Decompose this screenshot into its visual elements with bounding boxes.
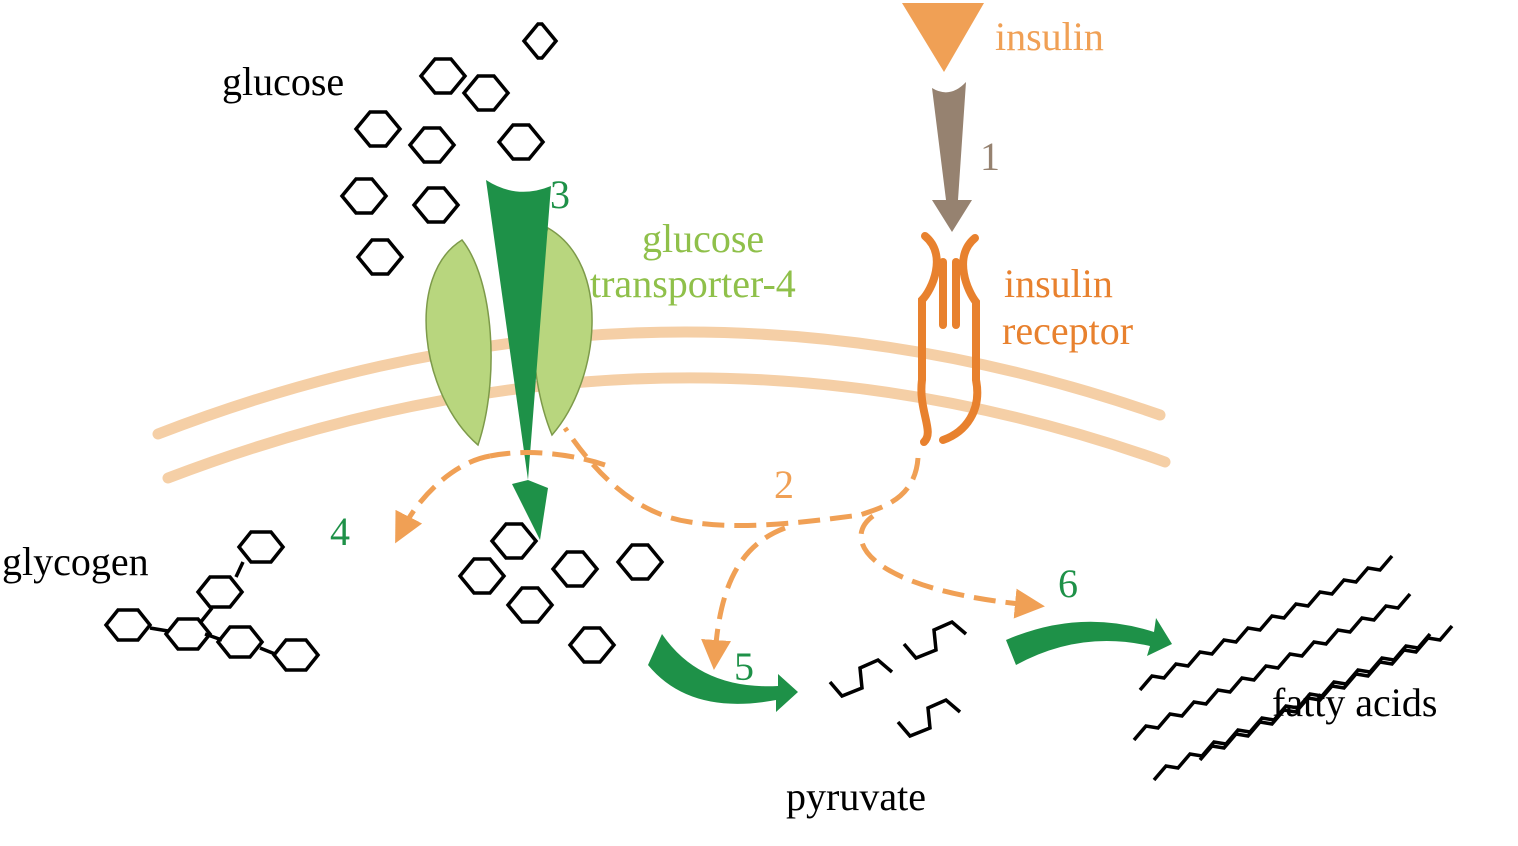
glucose-molecule xyxy=(407,126,457,164)
label-pyruvate: pyruvate xyxy=(786,774,926,819)
glycogen-unit xyxy=(236,530,286,564)
dashed-arrow-to-step-6 xyxy=(858,513,1045,619)
pyruvate-molecule xyxy=(828,657,894,699)
label-transporter-line1: glucose xyxy=(642,216,764,261)
fatty-acid-chain xyxy=(1132,592,1412,742)
glucose-molecule xyxy=(489,522,539,560)
label-receptor-line2: receptor xyxy=(1002,308,1133,353)
cell-membrane xyxy=(152,326,1171,484)
label-glucose: glucose xyxy=(222,59,344,104)
glycogen-unit xyxy=(271,638,321,672)
receptor-outer-right xyxy=(939,234,982,444)
glucose-molecule xyxy=(567,626,617,664)
glucose-molecules-inside xyxy=(457,522,665,664)
glucose-molecule xyxy=(411,186,461,224)
membrane-outer xyxy=(152,326,1166,440)
label-transporter-line2: transporter-4 xyxy=(590,261,796,306)
fatty-acid-chain xyxy=(1138,554,1394,692)
insulin-icon xyxy=(902,3,984,72)
glucose-molecules-outside xyxy=(339,22,559,276)
insulin-receptor xyxy=(917,232,982,446)
glycogen-unit xyxy=(163,617,213,651)
glucose-molecule xyxy=(457,557,507,595)
glycogen-unit xyxy=(103,608,153,642)
glucose-molecule xyxy=(339,177,389,215)
pyruvate-molecule xyxy=(902,619,968,661)
step-number-6: 6 xyxy=(1058,561,1078,606)
glucose-molecule xyxy=(355,238,405,276)
step-number-3: 3 xyxy=(550,172,570,217)
transporter-left-lobe xyxy=(425,239,492,447)
step-number-5: 5 xyxy=(734,644,754,689)
pyruvate-molecules xyxy=(828,619,968,739)
fatty-acid-chain xyxy=(1198,624,1454,762)
glucose-transporter xyxy=(425,226,593,447)
dashed-path-main xyxy=(562,426,921,529)
step-number-4: 4 xyxy=(330,509,350,554)
glucose-molecule xyxy=(550,550,600,588)
signaling-cascade xyxy=(395,426,1045,670)
glucose-molecule xyxy=(461,74,511,112)
fatty-acid-chains xyxy=(1132,554,1454,782)
label-receptor-line1: insulin xyxy=(1004,261,1113,306)
label-fatty-acids: fatty acids xyxy=(1272,680,1438,725)
glucose-molecule xyxy=(418,57,468,95)
glucose-molecule xyxy=(353,110,403,148)
step-number-2: 2 xyxy=(774,462,794,507)
glucose-molecule xyxy=(615,543,665,581)
arrow-5-glycolysis xyxy=(648,634,798,712)
glucose-molecule xyxy=(496,123,546,161)
glycogen-unit xyxy=(195,575,245,609)
glycogen-molecule xyxy=(103,530,321,672)
membrane-inner xyxy=(162,372,1171,484)
glycogen-unit xyxy=(215,625,265,659)
label-glycogen: glycogen xyxy=(2,539,149,584)
arrow-6-lipogenesis xyxy=(1006,618,1172,665)
label-insulin: insulin xyxy=(995,14,1104,59)
dashed-path-bend xyxy=(489,450,606,468)
arrow-1-binding xyxy=(932,82,972,232)
glucose-molecule xyxy=(505,586,555,624)
dashed-arrow-to-step-5 xyxy=(701,525,786,670)
glucose-molecule xyxy=(521,22,559,60)
fatty-acid-chain xyxy=(1152,632,1432,782)
pyruvate-molecule xyxy=(896,697,962,739)
dashed-arrow-to-glycogen xyxy=(395,453,491,544)
step-number-1: 1 xyxy=(980,134,1000,179)
receptor-outer-left xyxy=(917,232,941,446)
arrow-3-glucose-uptake xyxy=(486,180,551,540)
